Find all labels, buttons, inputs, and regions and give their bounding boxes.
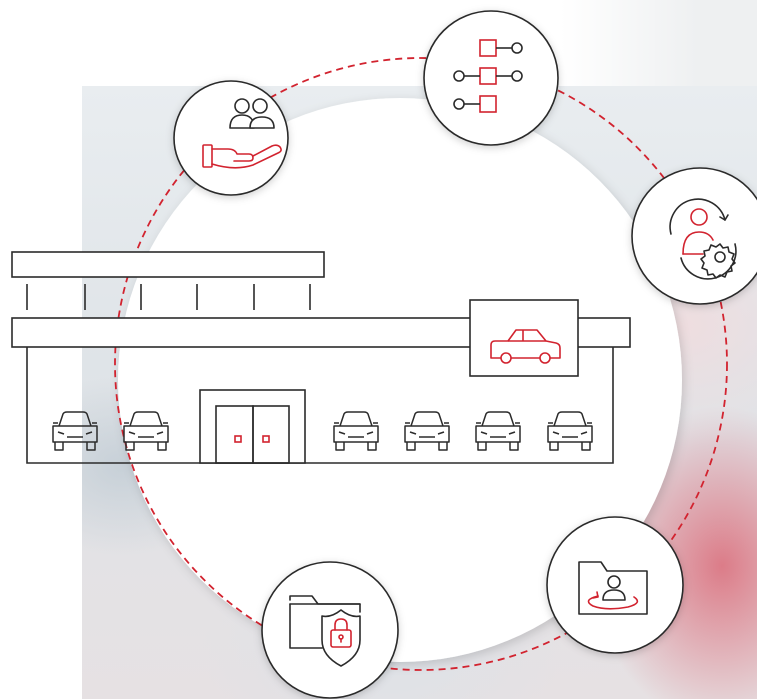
node-data-security [261,561,399,699]
parked-car-icon [52,411,98,451]
door-handles [234,435,270,443]
node-customer-care [173,80,289,196]
node-workflow [423,10,559,146]
process-flow-icon [453,39,523,113]
parked-car-icon [475,411,521,451]
parked-car-icon [404,411,450,451]
dashed-ring [114,57,728,671]
hand-holding-people-icon [202,98,282,169]
building-wall [26,347,614,464]
dealer-sign [469,299,579,377]
folder-shield-lock-icon [289,595,361,667]
folder-user-rotate-icon [578,561,648,615]
door-right [252,405,290,464]
background-panel [560,0,757,86]
parked-car-icon [547,411,593,451]
user-gear-icon [669,198,737,280]
node-user-data-rotation [546,516,684,654]
parked-car-icon [333,411,379,451]
parked-car-icon [123,411,169,451]
center-disc [118,98,682,662]
roof-beam [11,251,325,278]
car-sign-icon [490,329,561,364]
node-user-settings [631,167,757,305]
